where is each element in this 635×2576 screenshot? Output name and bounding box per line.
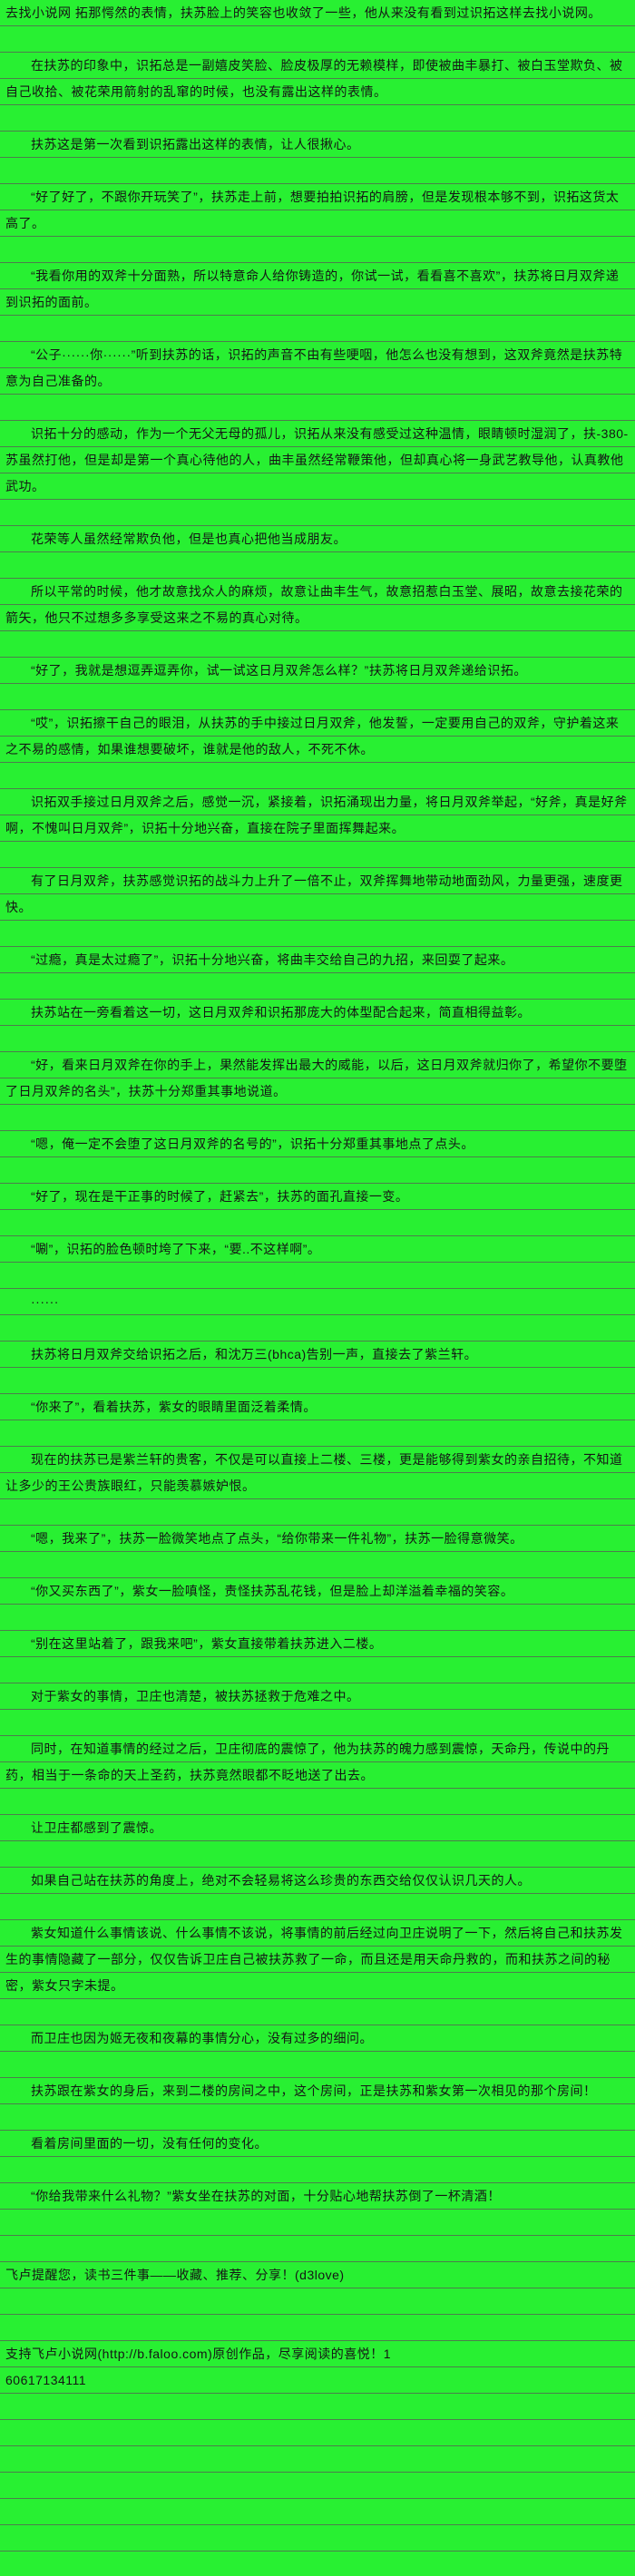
paragraph: “好，看来日月双斧在你的手上，果然能发挥出最大的威能，以后，这日月双斧就归你了，… — [5, 1058, 628, 1098]
paragraph: 在扶苏的印象中，识拓总是一副嬉皮笑脸、脸皮极厚的无赖模样，即使被曲丰暴打、被白玉… — [5, 58, 623, 99]
paragraph: 有了日月双斧，扶苏感觉识拓的战斗力上升了一倍不止，双斧挥舞地带动地面劲风，力量更… — [5, 873, 623, 914]
paragraph: 紫女知道什么事情该说、什么事情不该说，将事情的前后经过向卫庄说明了一下，然后将自… — [5, 1926, 623, 1993]
paragraph: “我看你用的双斧十分面熟，所以特意命人给你铸造的，你试一试，看看喜不喜欢”，扶苏… — [5, 268, 620, 309]
paragraph: “你又买东西了”，紫女一脸嗔怪，责怪扶苏乱花钱，但是脸上却洋溢着幸福的笑容。 — [31, 1584, 514, 1598]
paragraph: “公子······你······”听到扶苏的话，识拓的声音不由有些哽咽，他怎么也… — [5, 347, 623, 388]
paragraph: “你给我带来什么礼物？”紫女坐在扶苏的对面，十分贴心地帮扶苏倒了一杯清酒！ — [31, 2189, 501, 2203]
paragraph: 而卫庄也因为姬无夜和夜幕的事情分心，没有过多的细问。 — [31, 2031, 373, 2045]
paragraph: 同时，在知道事情的经过之后，卫庄彻底的震惊了，他为扶苏的魄力感到震惊，天命丹，传… — [5, 1742, 610, 1782]
paragraph: 如果自己站在扶苏的角度上，绝对不会轻易将这么珍贵的东西交给仅仅认识几天的人。 — [31, 1873, 531, 1888]
footer-support-line: 支持飞卢小说网(http://b.faloo.com)原创作品，尽享阅读的喜悦！… — [5, 2341, 630, 2367]
paragraph: 识拓双手接过日月双斧之后，感觉一沉，紧接着，识拓涌现出力量，将日月双斧举起，“好… — [5, 795, 628, 835]
paragraph: “唰”，识拓的脸色顿时垮了下来，“要..不这样啊”。 — [31, 1242, 321, 1256]
paragraph-list: 在扶苏的印象中，识拓总是一副嬉皮笑脸、脸皮极厚的无赖模样，即使被曲丰暴打、被白玉… — [5, 53, 630, 2210]
faloo-link[interactable]: http://b.faloo.com — [102, 2347, 209, 2361]
paragraph: ······ — [31, 1294, 59, 1309]
paragraph: “嗯，俺一定不会堕了这日月双斧的名号的”，识拓十分郑重其事地点了点头。 — [31, 1137, 474, 1151]
page-code: 60617134111 — [5, 2373, 87, 2387]
paragraph: 识拓十分的感动，作为一个无父无母的孤儿，识拓从来没有感受过这种温情，眼睛顿时湿润… — [5, 426, 629, 493]
footer-support-suffix: )原创作品，尽享阅读的喜悦！1 — [208, 2347, 392, 2361]
paragraph: “你来了”，看着扶苏，紫女的眼睛里面泛着柔情。 — [31, 1400, 317, 1414]
paragraph: 扶苏站在一旁看着这一切，这日月双斧和识拓那庞大的体型配合起来，简直相得益彰。 — [31, 1005, 531, 1020]
paragraph: “好了好了，不跟你开玩笑了”，扶苏走上前，想要拍拍识拓的肩膀，但是发现根本够不到… — [5, 190, 620, 230]
footer-support-prefix: 支持飞卢小说网( — [5, 2347, 103, 2361]
paragraph: “好了，现在是干正事的时候了，赶紧去”，扶苏的面孔直接一变。 — [31, 1189, 409, 1204]
paragraph: 看着房间里面的一切，没有任何的变化。 — [31, 2136, 268, 2151]
paragraph: 扶苏这是第一次看到识拓露出这样的表情，让人很揪心。 — [31, 137, 360, 151]
top-watermark-line: 去找小说网 拓那愕然的表情，扶苏脸上的笑容也收敛了一些，他从来没有看到过识拓这样… — [5, 5, 601, 20]
paragraph: 让卫庄都感到了震惊。 — [31, 1820, 162, 1835]
paragraph: 花荣等人虽然经常欺负他，但是也真心把他当成朋友。 — [31, 532, 347, 546]
paragraph: “过瘾，真是太过瘾了”，识拓十分地兴奋，将曲丰交给自己的九招，来回耍了起来。 — [31, 952, 514, 967]
paragraph: 扶苏将日月双斧交给识拓之后，和沈万三(bhca)告别一声，直接去了紫兰轩。 — [31, 1347, 478, 1361]
paragraph: “好了，我就是想逗弄逗弄你，试一试这日月双斧怎么样？”扶苏将日月双斧递给识拓。 — [31, 663, 527, 678]
paragraph: “哎”，识拓擦干自己的眼泪，从扶苏的手中接过日月双斧，他发誓，一定要用自己的双斧… — [5, 716, 620, 756]
paragraph: 对于紫女的事情，卫庄也清楚，被扶苏拯救于危难之中。 — [31, 1689, 360, 1703]
reader-reminder: 飞卢提醒您，读书三件事——收藏、推荐、分享！(d3love) — [5, 2268, 345, 2282]
paragraph: “嗯，我来了”，扶苏一脸微笑地点了点头，“给你带来一件礼物”，扶苏一脸得意微笑。 — [31, 1531, 523, 1546]
paragraph: “别在这里站着了，跟我来吧”，紫女直接带着扶苏进入二楼。 — [31, 1636, 383, 1651]
paragraph: 所以平常的时候，他才故意找众人的麻烦，故意让曲丰生气，故意招惹白玉堂、展昭，故意… — [5, 584, 623, 625]
paragraph: 扶苏跟在紫女的身后，来到二楼的房间之中，这个房间，正是扶苏和紫女第一次相见的那个… — [31, 2083, 597, 2098]
paragraph: 现在的扶苏已是紫兰轩的贵客，不仅是可以直接上二楼、三楼，更是能够得到紫女的亲自招… — [5, 1452, 623, 1493]
